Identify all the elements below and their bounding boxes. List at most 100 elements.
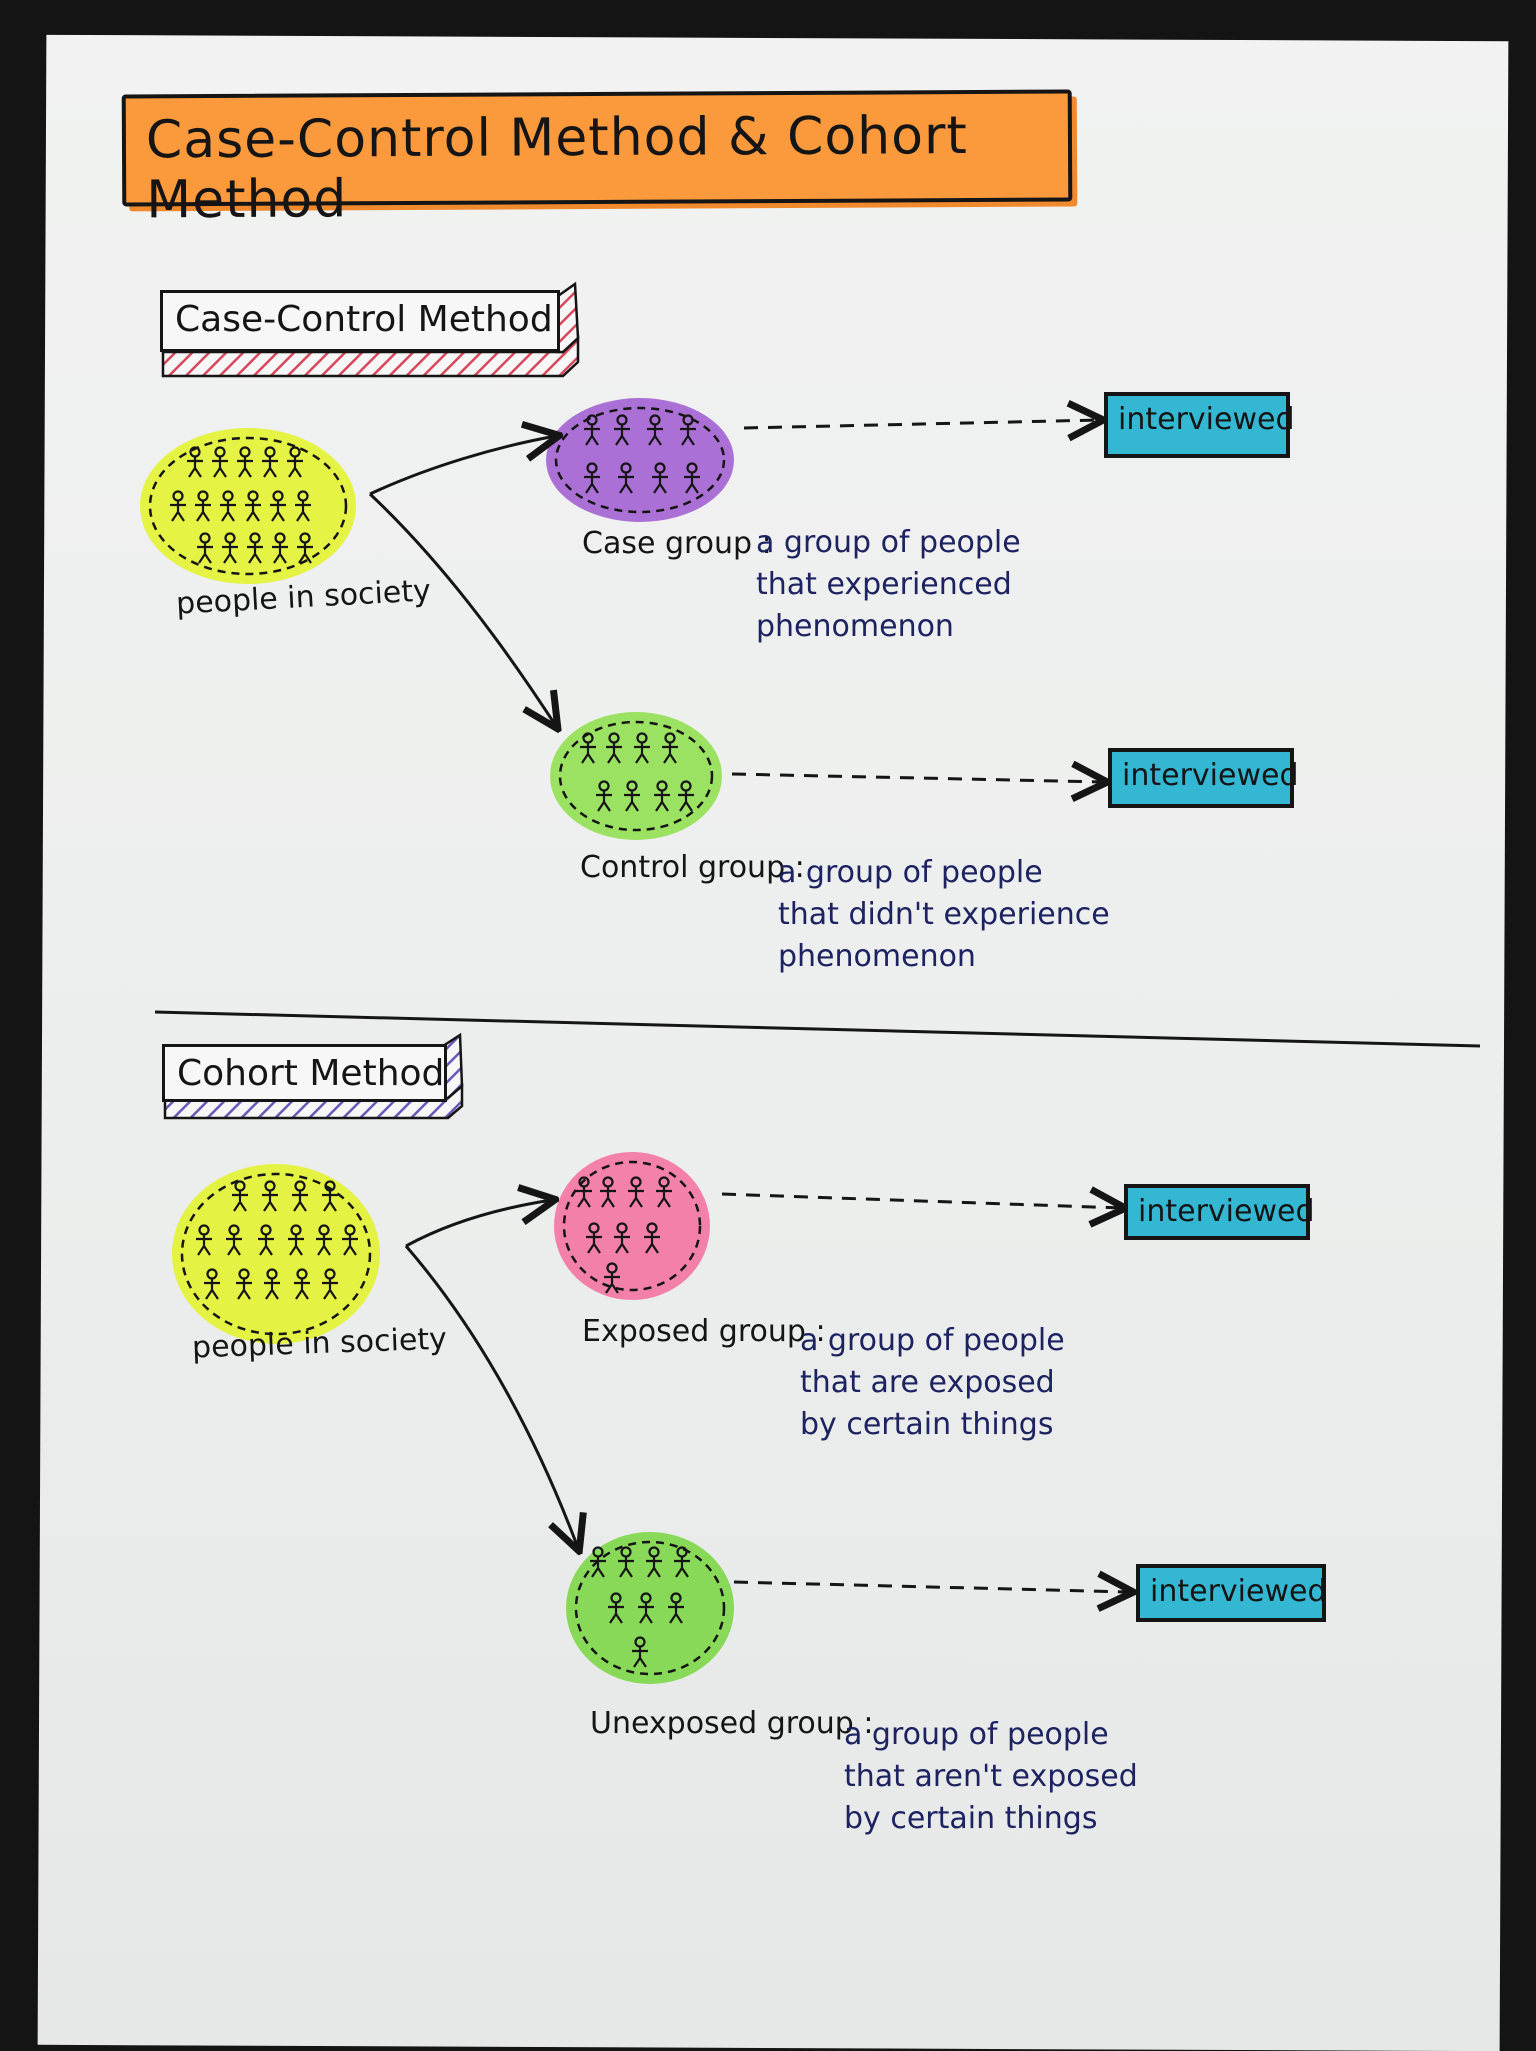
case-group-description-line: that experienced bbox=[756, 567, 1012, 602]
exposed-group-name: Exposed group : bbox=[582, 1314, 826, 1349]
stick-figure-icon bbox=[647, 414, 663, 446]
stick-figure-icon bbox=[606, 732, 622, 764]
stick-figure-icon bbox=[656, 1176, 672, 1208]
control-group-interviewed-chip: interviewed bbox=[1108, 748, 1298, 808]
stick-figure-icon bbox=[624, 780, 640, 812]
unexposed-group-blob-outline bbox=[574, 1540, 726, 1676]
stick-figure-icon bbox=[272, 532, 288, 564]
stick-figure-icon bbox=[187, 446, 203, 478]
stick-figure-icon bbox=[247, 532, 263, 564]
unexposed-group-description-line: that aren't exposed bbox=[844, 1759, 1138, 1794]
exposed-group-blob bbox=[554, 1152, 710, 1300]
stick-figure-icon bbox=[652, 462, 668, 494]
unexposed-group-description-line: a group of people bbox=[844, 1717, 1109, 1752]
exposed-group-interviewed-chip: interviewed bbox=[1124, 1184, 1314, 1240]
stick-figure-icon bbox=[232, 1180, 248, 1212]
case-group-name: Case group : bbox=[582, 526, 772, 561]
stick-figure-icon bbox=[264, 1268, 280, 1300]
stick-figure-icon bbox=[584, 462, 600, 494]
case-group-interviewed-chip: interviewed bbox=[1104, 392, 1294, 458]
arrow-to-case-group bbox=[369, 436, 556, 496]
stick-figure-icon bbox=[618, 462, 634, 494]
stick-figure-icon bbox=[295, 490, 311, 522]
stick-figure-icon bbox=[220, 490, 236, 522]
stick-figure-icon bbox=[245, 490, 261, 522]
control-group-description-line: phenomenon bbox=[778, 939, 976, 974]
case-group-description: a group of people that experienced pheno… bbox=[756, 522, 1021, 648]
arrow-to-exposed-group bbox=[405, 1200, 552, 1248]
stick-figure-icon bbox=[576, 1176, 592, 1208]
control-group-blob-outline bbox=[558, 720, 714, 832]
stick-figure-icon bbox=[634, 732, 650, 764]
stick-figure-icon bbox=[322, 1180, 338, 1212]
stick-figure-icon bbox=[292, 1180, 308, 1212]
stick-figure-icon bbox=[638, 1592, 654, 1624]
stick-figure-icon bbox=[170, 490, 186, 522]
stick-figure-icon bbox=[316, 1224, 332, 1256]
exposed-group-description: a group of people that are exposed by ce… bbox=[800, 1320, 1065, 1446]
stick-figure-icon bbox=[204, 1268, 220, 1300]
dashed-arrow-case-interviewed bbox=[743, 420, 1100, 428]
stick-figure-icon bbox=[590, 1546, 606, 1578]
stick-figure-icon bbox=[644, 1222, 660, 1254]
stick-figure-icon bbox=[222, 532, 238, 564]
stick-figure-icon bbox=[596, 780, 612, 812]
stick-figure-icon bbox=[646, 1546, 662, 1578]
case-group-description-line: phenomenon bbox=[756, 609, 954, 644]
stick-figure-icon bbox=[654, 780, 670, 812]
unexposed-group-name: Unexposed group : bbox=[590, 1706, 874, 1741]
stick-figure-icon bbox=[662, 732, 678, 764]
cohort-population-blob-outline bbox=[180, 1172, 372, 1336]
stick-figure-icon bbox=[580, 732, 596, 764]
exposed-group-description-line: that are exposed bbox=[800, 1365, 1055, 1400]
control-group-description-line: that didn't experience bbox=[778, 897, 1110, 932]
stick-figure-icon bbox=[258, 1224, 274, 1256]
stick-figure-icon bbox=[197, 532, 213, 564]
case-control-population-blob-outline bbox=[148, 436, 348, 576]
unexposed-group-interviewed-chip: interviewed bbox=[1136, 1564, 1326, 1622]
control-group-blob bbox=[550, 712, 722, 840]
stick-figure-icon bbox=[287, 446, 303, 478]
stick-figure-icon bbox=[288, 1224, 304, 1256]
stick-figure-icon bbox=[684, 462, 700, 494]
dashed-arrow-unexposed-interviewed bbox=[733, 1582, 1130, 1592]
stick-figure-icon bbox=[322, 1268, 338, 1300]
stick-figure-icon bbox=[294, 1268, 310, 1300]
stick-figure-icon bbox=[668, 1592, 684, 1624]
dashed-arrow-exposed-interviewed bbox=[721, 1194, 1122, 1208]
cohort-population-blob bbox=[172, 1164, 380, 1344]
exposed-group-description-line: by certain things bbox=[800, 1407, 1054, 1442]
exposed-group-blob-outline bbox=[562, 1160, 702, 1292]
dashed-arrow-control-interviewed bbox=[731, 774, 1104, 782]
stick-figure-icon bbox=[628, 1176, 644, 1208]
case-group-blob bbox=[546, 398, 734, 522]
cohort-heading: Cohort Method bbox=[162, 1044, 447, 1102]
case-group-description-line: a group of people bbox=[756, 525, 1021, 560]
stick-figure-icon bbox=[608, 1592, 624, 1624]
stick-figure-icon bbox=[262, 1180, 278, 1212]
unexposed-group-description-line: by certain things bbox=[844, 1801, 1098, 1836]
page-title: Case-Control Method & Cohort Method bbox=[145, 106, 968, 231]
case-control-heading: Case-Control Method bbox=[160, 290, 560, 352]
stick-figure-icon bbox=[212, 446, 228, 478]
case-control-heading-hatch-side bbox=[556, 281, 580, 354]
stick-figure-icon bbox=[614, 414, 630, 446]
stick-figure-icon bbox=[297, 532, 313, 564]
stick-figure-icon bbox=[618, 1546, 634, 1578]
stick-figure-icon bbox=[674, 1546, 690, 1578]
control-group-name: Control group : bbox=[580, 850, 805, 885]
stick-figure-icon bbox=[226, 1224, 242, 1256]
section-divider bbox=[154, 1010, 1481, 1048]
stick-figure-icon bbox=[600, 1176, 616, 1208]
stick-figure-icon bbox=[270, 490, 286, 522]
stick-figure-icon bbox=[614, 1222, 630, 1254]
arrow-to-control-group bbox=[368, 492, 556, 726]
control-group-description-line: a group of people bbox=[778, 855, 1043, 890]
arrow-to-unexposed-group bbox=[404, 1245, 578, 1548]
stick-figure-icon bbox=[196, 1224, 212, 1256]
stick-figure-icon bbox=[586, 1222, 602, 1254]
stick-figure-icon bbox=[680, 414, 696, 446]
stick-figure-icon bbox=[236, 1268, 252, 1300]
